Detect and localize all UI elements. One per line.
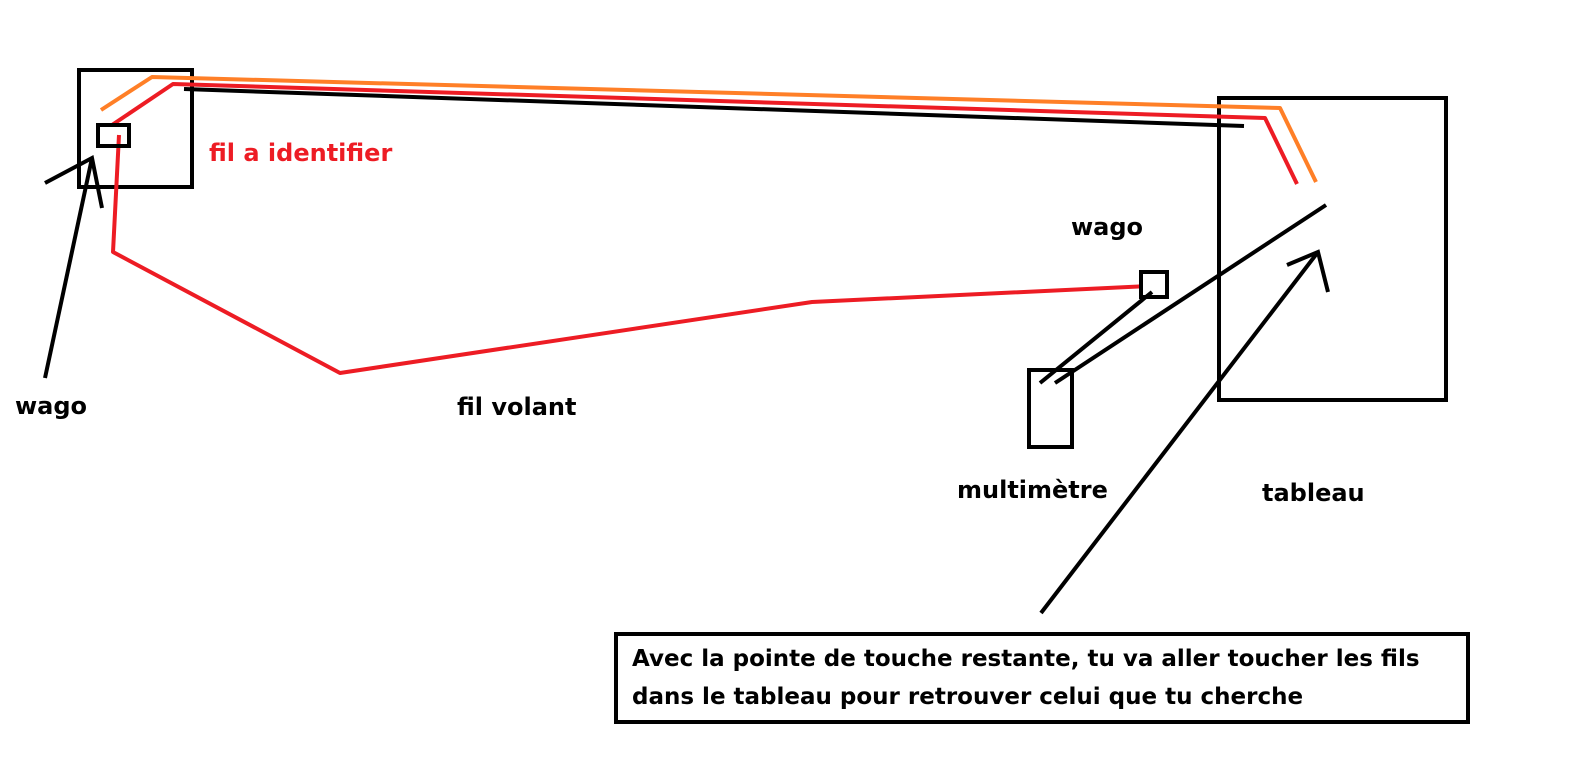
arrow-note-head bbox=[1286, 249, 1330, 293]
label-wago-right: wago bbox=[1071, 213, 1144, 241]
instruction-note: Avec la pointe de touche restante, tu va… bbox=[614, 632, 1470, 724]
tableau-box bbox=[1217, 96, 1448, 402]
arrow-wago-left bbox=[43, 157, 94, 379]
label-fil-volant: fil volant bbox=[457, 393, 577, 421]
label-fil-a-identifier: fil a identifier bbox=[209, 139, 393, 167]
note-line-1: Avec la pointe de touche restante, tu va… bbox=[632, 646, 1420, 672]
label-tableau: tableau bbox=[1262, 479, 1365, 507]
wago-right-connector bbox=[1139, 270, 1169, 299]
black-wire bbox=[183, 87, 1245, 128]
probe-lead-to-tableau bbox=[1053, 203, 1328, 385]
orange-wire bbox=[99, 75, 1318, 183]
probe-lead-to-wago bbox=[1038, 290, 1154, 385]
multimeter-box bbox=[1027, 368, 1074, 449]
arrow-note-to-tableau bbox=[1039, 250, 1320, 615]
note-line-2: dans le tableau pour retrouver celui que… bbox=[632, 684, 1304, 710]
wago-left-connector bbox=[96, 123, 131, 148]
label-multimetre: multimètre bbox=[957, 476, 1108, 504]
label-wago-left: wago bbox=[15, 392, 88, 420]
flying-wire bbox=[111, 134, 1151, 375]
arrow-wago-left-head bbox=[44, 154, 104, 209]
junction-box bbox=[77, 68, 194, 189]
red-wire-cable bbox=[110, 82, 1299, 185]
